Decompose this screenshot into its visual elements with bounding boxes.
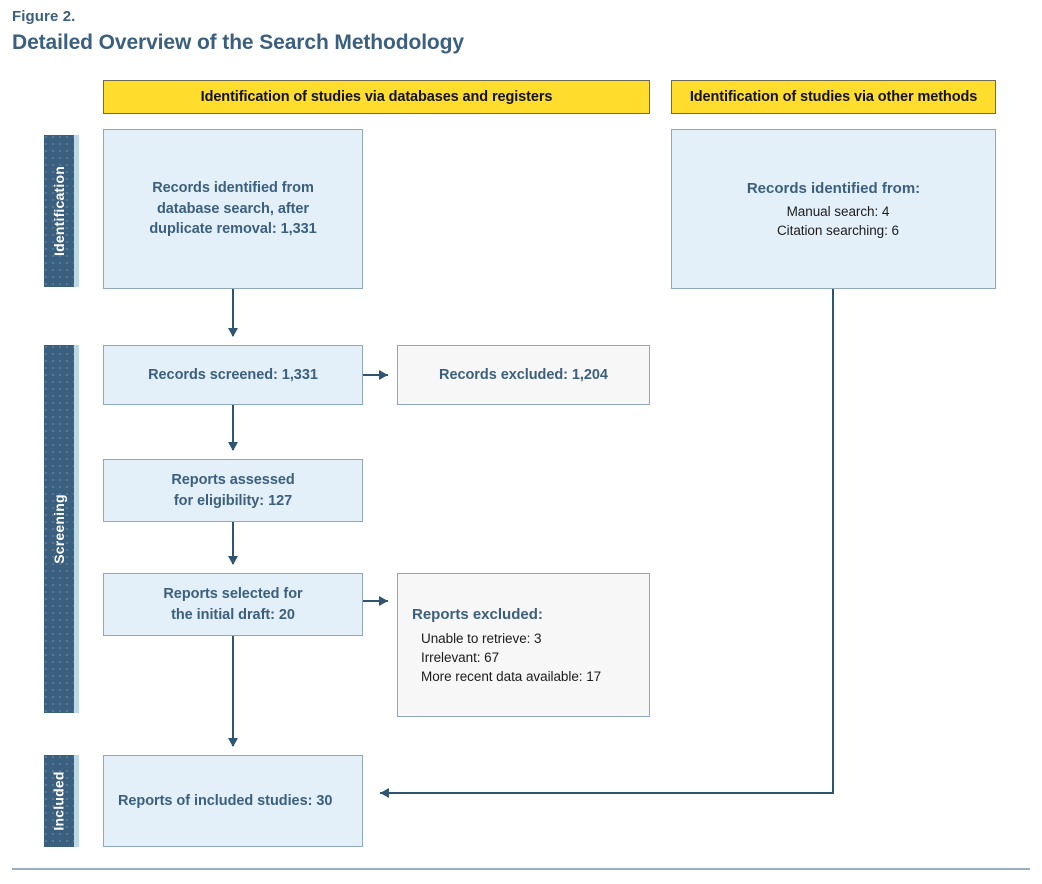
stage-tab-screening-label: Screening (51, 494, 67, 564)
stage-tab-identification-label: Identification (51, 166, 68, 256)
box-records-identified-database: Records identified from database search,… (103, 129, 363, 289)
selected-line2: the initial draft: 20 (171, 606, 295, 623)
box-records-excluded-text: Records excluded: 1,204 (439, 366, 608, 383)
stage-tab-screening: Screening (44, 345, 79, 713)
box-records-screened: Records screened: 1,331 (103, 345, 363, 405)
box-reports-selected-initial-draft-text: Reports selected for the initial draft: … (163, 584, 302, 625)
reports-excluded-item-more-recent: More recent data available: 17 (421, 668, 602, 684)
box-records-identified-database-text: Records identified from database search,… (149, 178, 316, 240)
box-reports-assessed-eligibility: Reports assessed for eligibility: 127 (103, 459, 363, 522)
bottom-divider (12, 868, 1030, 870)
box-reports-included-studies: Reports of included studies: 30 (103, 755, 363, 847)
reports-excluded-heading: Reports excluded: (412, 606, 543, 624)
figure-label: Figure 2. (12, 8, 76, 25)
box-reports-excluded-text: Reports excluded: Unable to retrieve: 3 … (412, 604, 601, 686)
stage-tab-included-label: Included (51, 771, 68, 831)
reports-excluded-item-irrelevant: Irrelevant: 67 (421, 649, 500, 665)
db-identified-line2: database search, after (156, 200, 310, 217)
eligibility-line1: Reports assessed (171, 471, 295, 488)
eligibility-line2: for eligibility: 127 (173, 492, 293, 509)
box-reports-selected-initial-draft: Reports selected for the initial draft: … (103, 573, 363, 636)
header-identification-databases: Identification of studies via databases … (103, 80, 650, 114)
other-identified-item-manual: Manual search: 4 (786, 204, 890, 220)
stage-tab-included: Included (44, 755, 79, 847)
other-identified-heading: Records identified from: (746, 179, 921, 197)
reports-excluded-item-unable-retrieve: Unable to retrieve: 3 (421, 630, 542, 646)
db-identified-line1: Records identified from (152, 180, 314, 197)
stage-tab-identification: Identification (44, 135, 79, 287)
other-identified-item-citation: Citation searching: 6 (776, 223, 899, 239)
box-records-identified-other: Records identified from: Manual search: … (671, 129, 996, 289)
db-identified-line3: duplicate removal: 1,331 (149, 221, 317, 238)
box-reports-excluded: Reports excluded: Unable to retrieve: 3 … (397, 573, 650, 717)
page-title: Detailed Overview of the Search Methodol… (12, 31, 464, 54)
selected-line1: Reports selected for (163, 585, 303, 602)
box-records-identified-other-text: Records identified from: Manual search: … (747, 178, 920, 241)
box-records-excluded: Records excluded: 1,204 (397, 345, 650, 405)
box-records-screened-text: Records screened: 1,331 (148, 366, 318, 383)
box-reports-included-studies-text: Reports of included studies: 30 (118, 792, 333, 809)
box-reports-assessed-eligibility-text: Reports assessed for eligibility: 127 (171, 470, 294, 511)
header-identification-other-methods: Identification of studies via other meth… (671, 80, 996, 114)
